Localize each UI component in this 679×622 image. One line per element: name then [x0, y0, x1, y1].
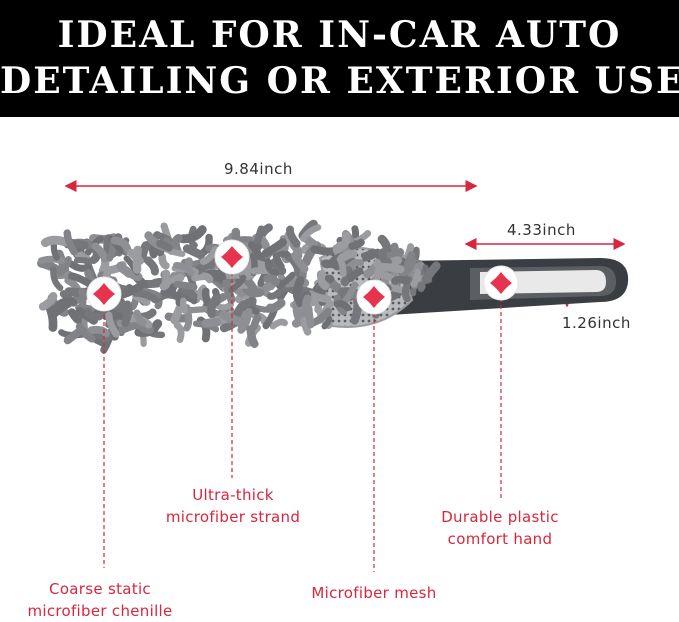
chenille-strand: [337, 303, 347, 307]
chenille-strand: [175, 238, 178, 250]
marker-badge-mesh: [357, 280, 391, 314]
chenille-strand: [77, 260, 89, 261]
callout-plastic: Durable plastic comfort hand: [425, 506, 575, 550]
chenille-strand: [251, 329, 255, 344]
chenille-strand: [160, 244, 170, 249]
chenille-strand: [164, 273, 167, 286]
chenille-strand: [273, 322, 285, 326]
chenille-strand: [311, 294, 328, 299]
chenille-strand: [142, 246, 146, 259]
chenille-strand: [206, 322, 218, 323]
callout-chenille-line-1: Coarse static: [18, 578, 182, 600]
callout-chenille-line-2: microfiber chenille: [18, 600, 182, 622]
chenille-strand: [195, 276, 210, 279]
chenille-strand: [380, 267, 402, 269]
chenille-strand: [395, 280, 406, 281]
handle-length-label: 4.33inch: [507, 221, 576, 239]
chenille-strand: [342, 254, 353, 258]
marker-badge-chenille: [87, 277, 121, 311]
callout-ultra-thick-line-2: microfiber strand: [158, 506, 308, 528]
chenille-strand: [45, 240, 66, 243]
chenille-strand: [388, 252, 401, 257]
chenille-strand: [183, 300, 184, 311]
chenille-strand: [352, 242, 361, 246]
marker-badge-ultra-thick: [215, 240, 249, 274]
chenille-strand: [177, 325, 181, 339]
chenille-strand: [49, 307, 53, 328]
marker-badge-plastic: [484, 266, 518, 300]
chenille-strand: [187, 249, 201, 255]
callout-mesh: Microfiber mesh: [296, 582, 452, 604]
chenille-strand: [177, 284, 195, 287]
chenille-strand: [125, 305, 128, 323]
callout-ultra-thick-line-1: Ultra-thick: [158, 484, 308, 506]
chenille-strand: [267, 278, 276, 283]
chenille-strand: [218, 305, 231, 308]
chenille-strand: [414, 272, 418, 284]
chenille-strand: [290, 230, 297, 244]
chenille-strand: [43, 296, 53, 306]
chenille-strand: [355, 301, 358, 320]
chenille-strand: [321, 274, 326, 287]
chenille-strand: [407, 255, 412, 267]
chenille-strand: [148, 260, 155, 272]
callout-chenille: Coarse static microfiber chenille: [18, 578, 182, 622]
callout-plastic-line-1: Durable plastic: [425, 506, 575, 528]
chenille-strand: [270, 303, 281, 308]
handle-width-label: 1.26inch: [562, 314, 631, 332]
chenille-strand: [72, 264, 88, 268]
chenille-strand: [67, 233, 74, 252]
chenille-strand: [314, 249, 332, 251]
chenille-strand: [131, 253, 140, 261]
length-label: 9.84inch: [224, 160, 293, 178]
callout-ultra-thick: Ultra-thick microfiber strand: [158, 484, 308, 528]
chenille-strand: [206, 291, 208, 306]
callout-plastic-line-2: comfort hand: [425, 528, 575, 550]
chenille-strand: [162, 257, 166, 266]
chenille-strand: [297, 280, 300, 299]
chenille-strand: [254, 317, 258, 327]
chenille-strand: [306, 299, 308, 310]
chenille-strand: [67, 330, 81, 341]
